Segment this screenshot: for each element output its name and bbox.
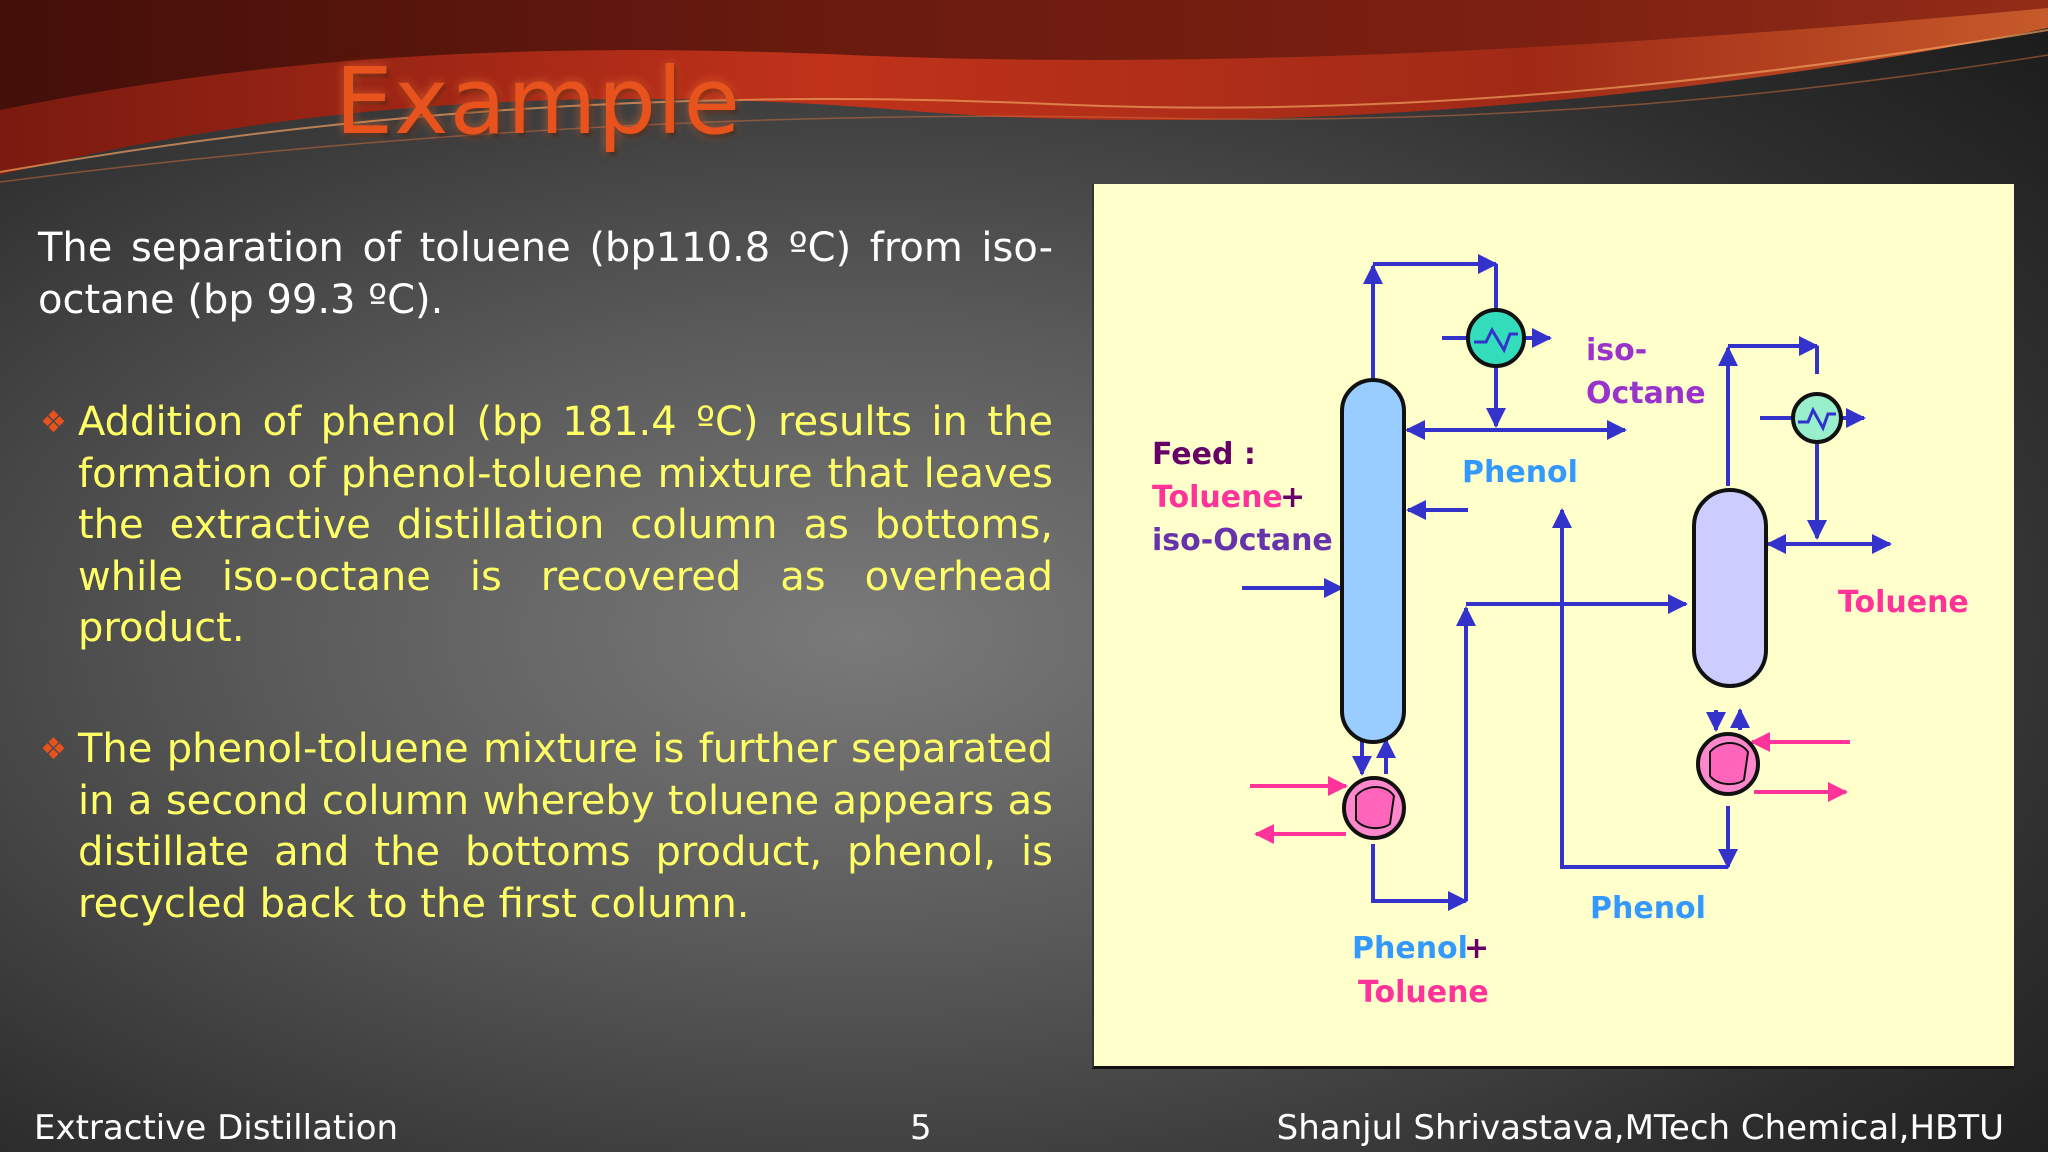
phenol-recycle-label: Phenol [1590, 891, 1706, 926]
footer-author: Shanjul Shrivastava,MTech Chemical,HBTU [1276, 1108, 2004, 1148]
reboiler-icon [1342, 776, 1406, 840]
bullet-text: The phenol-toluene mixture is further se… [78, 726, 1053, 927]
feed-toluene-label: Toluene [1152, 480, 1283, 515]
reboiler-icon [1696, 732, 1760, 796]
pink-heating-lines [1250, 732, 1850, 844]
toluene-distillate-label: Toluene [1838, 585, 1969, 620]
condenser-icon [1791, 392, 1843, 444]
bullet-text: Addition of phenol (bp 181.4 ºC) results… [78, 399, 1053, 651]
recovery-column [1692, 488, 1768, 688]
blue-flow-lines [1242, 254, 1892, 911]
bottoms-phenol-label: Phenol [1352, 931, 1468, 966]
isooctane-label-line1: iso- [1586, 333, 1647, 368]
condenser-icon [1466, 308, 1526, 368]
isooctane-label-line2: Octane [1586, 376, 1706, 411]
slide-title: Example [335, 48, 742, 155]
bullet-item: ❖ The phenol-toluene mixture is further … [40, 724, 1053, 930]
extractive-column [1340, 378, 1406, 744]
bullet-item: ❖ Addition of phenol (bp 181.4 ºC) resul… [40, 397, 1053, 655]
feed-label: Feed : [1152, 437, 1256, 472]
decorative-top-banner [0, 0, 2048, 183]
intro-paragraph: The separation of toluene (bp110.8 ºC) f… [38, 225, 1053, 323]
feed-isooctane-label: iso-Octane [1152, 523, 1333, 558]
phenol-solvent-label: Phenol [1462, 455, 1578, 490]
bottoms-plus-label: + [1464, 931, 1489, 966]
footer-title: Extractive Distillation [34, 1108, 399, 1148]
diamond-bullet-icon: ❖ [40, 405, 67, 440]
extractive-distillation-diagram: Feed : Toluene + iso-Octane iso- Octane … [1152, 254, 1969, 1010]
page-number: 5 [910, 1108, 932, 1148]
bottoms-toluene-label: Toluene [1358, 975, 1489, 1010]
diamond-bullet-icon: ❖ [40, 732, 67, 767]
process-diagram-panel: Feed : Toluene + iso-Octane iso- Octane … [1092, 184, 2014, 1069]
feed-plus-label: + [1280, 480, 1305, 515]
